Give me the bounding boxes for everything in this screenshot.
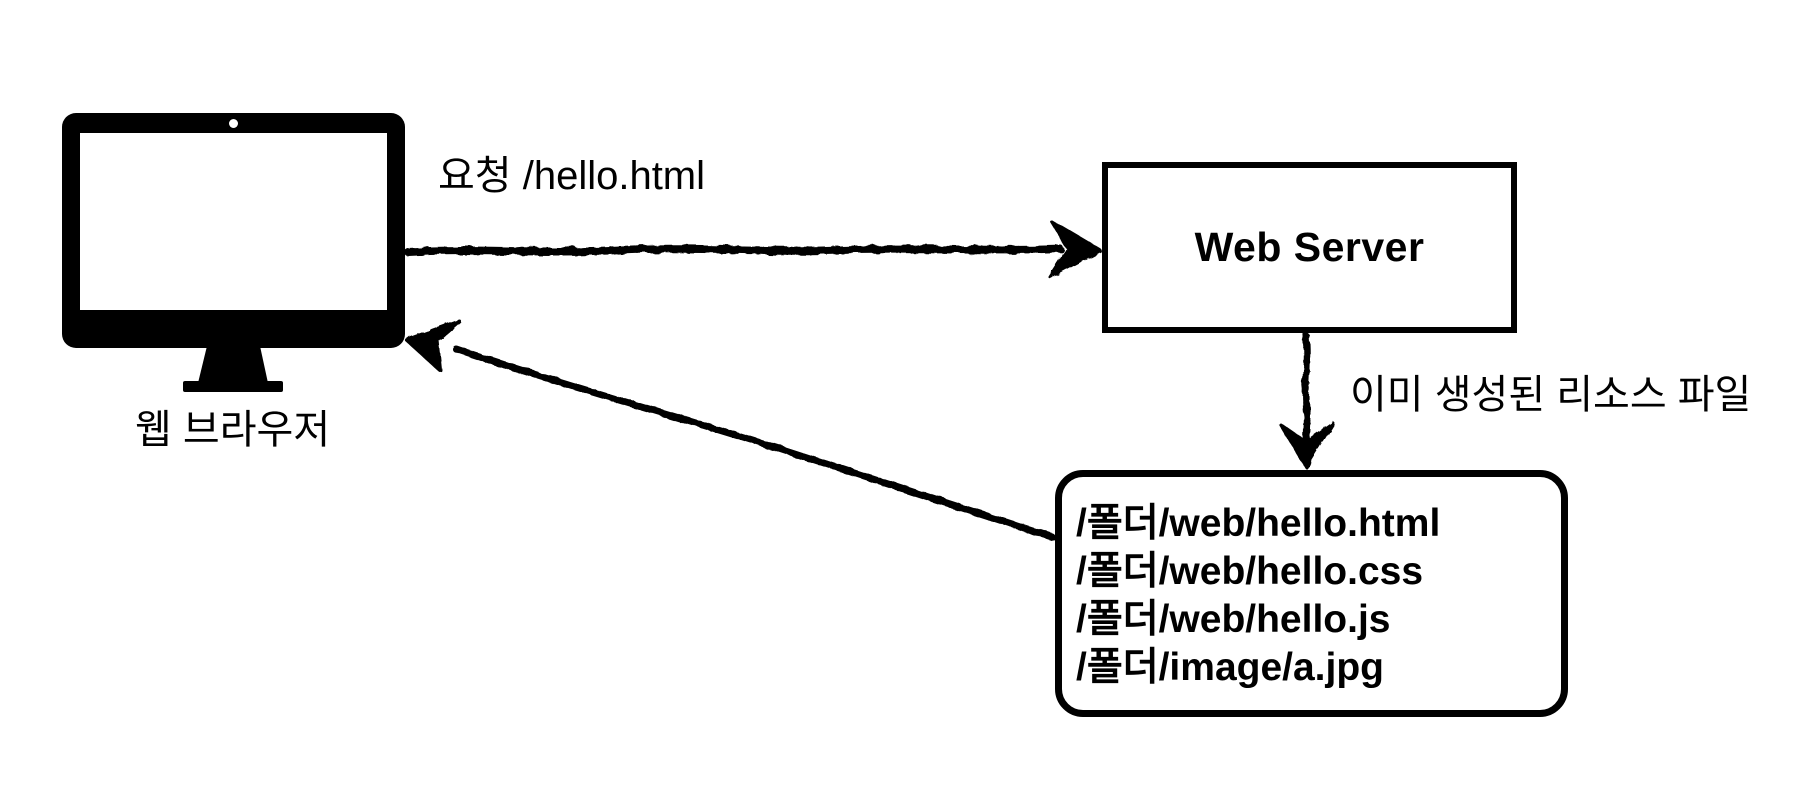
- server-to-files-arrow: [1278, 332, 1335, 469]
- resource-file-list: /폴더/web/hello.html /폴더/web/hello.css /폴더…: [1076, 500, 1561, 692]
- resource-file-path: /폴더/web/hello.js: [1076, 598, 1391, 641]
- web-browser-label: 웹 브라우저: [135, 408, 331, 452]
- resource-file-path: /폴더/image/a.jpg: [1076, 646, 1384, 689]
- resource-files-box: /폴더/web/hello.html /폴더/web/hello.css /폴더…: [1055, 470, 1568, 717]
- desktop-monitor-icon: [62, 113, 405, 392]
- camera-dot-icon: [229, 119, 238, 128]
- resource-file-path: /폴더/web/hello.css: [1076, 550, 1424, 593]
- resource-arrow-label: 이미 생성된 리소스 파일: [1350, 373, 1752, 417]
- response-arrow: [405, 319, 1056, 541]
- resource-file-path: /폴더/web/hello.html: [1076, 502, 1441, 545]
- request-arrow: [404, 219, 1102, 279]
- web-server-box: Web Server: [1102, 162, 1517, 333]
- request-arrow-label: 요청 /hello.html: [438, 154, 706, 198]
- web-server-label: Web Server: [1194, 224, 1425, 270]
